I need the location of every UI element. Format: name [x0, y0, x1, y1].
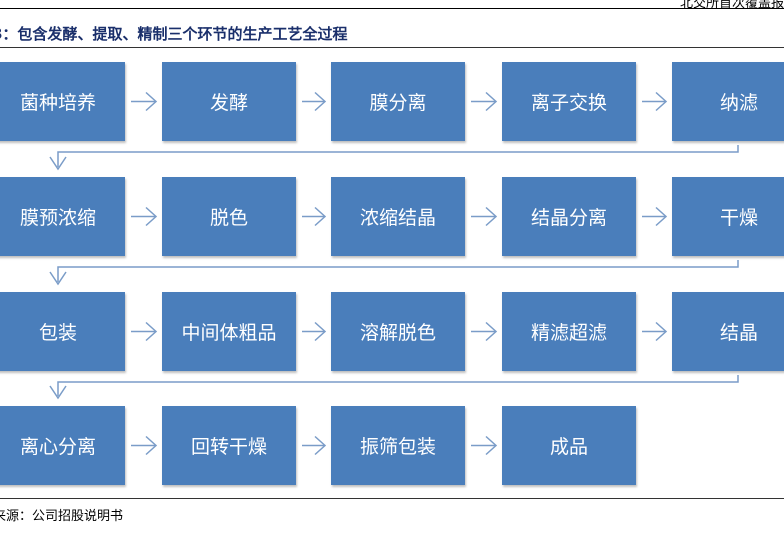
- process-step-box: 脱色: [162, 177, 296, 256]
- arrow-right-head: [485, 206, 498, 227]
- arrow-right-head: [145, 91, 158, 112]
- process-step-box: 精滤超滤: [502, 292, 636, 371]
- title-rule: [0, 47, 784, 48]
- arrow-right-head: [485, 435, 498, 456]
- arrow-right-head: [655, 206, 668, 227]
- process-step-box: 溶解脱色: [331, 292, 465, 371]
- footer-rule: [0, 498, 784, 499]
- arrow-right-head: [655, 321, 668, 342]
- arrow-right-head: [485, 321, 498, 342]
- arrow-right-head: [145, 321, 158, 342]
- wrap-connector: [57, 260, 739, 282]
- process-step-box: 纳滤: [672, 62, 784, 141]
- arrow-right-head: [145, 206, 158, 227]
- process-step-box: 浓缩结晶: [331, 177, 465, 256]
- arrow-right-head: [314, 321, 327, 342]
- arrow-right-head: [655, 91, 668, 112]
- process-step-box: 发酵: [162, 62, 296, 141]
- arrow-down-head: [49, 271, 67, 286]
- process-step-box: 菌种培养: [0, 62, 125, 141]
- header-rule: [0, 8, 784, 9]
- arrow-right-head: [485, 91, 498, 112]
- wrap-connector: [57, 375, 739, 396]
- process-step-box: 膜分离: [331, 62, 465, 141]
- arrow-right-head: [314, 435, 327, 456]
- arrow-down-head: [49, 156, 67, 171]
- process-step-box: 膜预浓缩: [0, 177, 125, 256]
- process-step-box: 回转干燥: [162, 406, 296, 485]
- process-step-box: 离心分离: [0, 406, 125, 485]
- wrap-connector: [57, 145, 739, 167]
- process-step-box: 离子交换: [502, 62, 636, 141]
- arrow-right-head: [314, 91, 327, 112]
- arrow-down-head: [49, 385, 67, 400]
- header-cut-text: 北交所首次覆盖报: [679, 0, 784, 11]
- figure-source: 来源：公司招股说明书: [0, 509, 124, 524]
- process-step-box: 结晶分离: [502, 177, 636, 256]
- process-step-box: 成品: [502, 406, 636, 485]
- process-step-box: 结晶: [672, 292, 784, 371]
- process-step-box: 中间体粗品: [162, 292, 296, 371]
- arrow-right-head: [314, 206, 327, 227]
- arrow-right-head: [145, 435, 158, 456]
- process-step-box: 包装: [0, 292, 125, 371]
- process-step-box: 干燥: [672, 177, 784, 256]
- process-step-box: 振筛包装: [331, 406, 465, 485]
- figure-title: 3：包含发酵、提取、精制三个环节的生产工艺全过程: [0, 25, 348, 43]
